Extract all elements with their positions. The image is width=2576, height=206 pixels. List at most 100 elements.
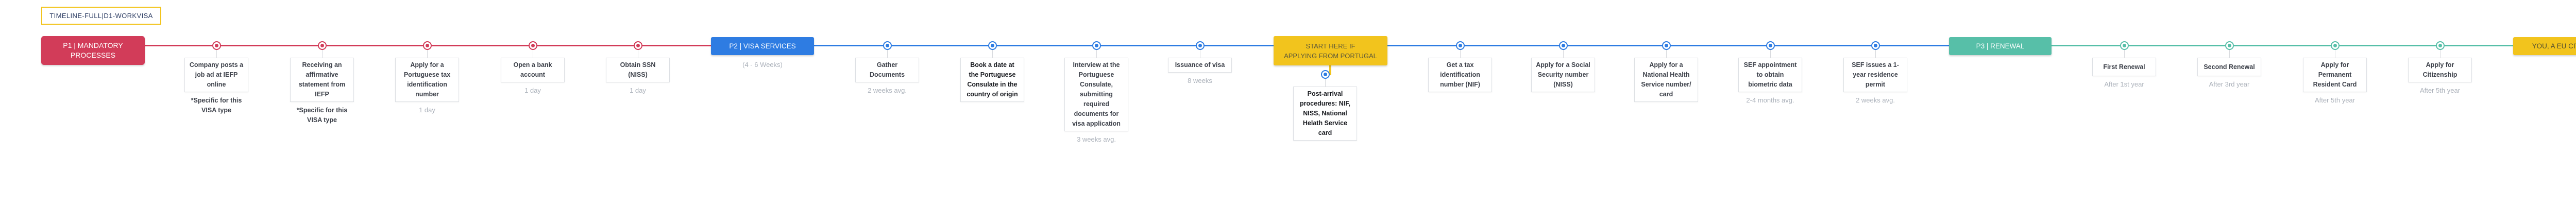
node-note: *Specific for this VISA type [191,97,242,114]
node-dot-center [214,43,218,47]
node-label-box: Apply for a National Health Service numb… [1634,58,1698,102]
node-dot-center [1094,43,1098,47]
node-dot-center [885,43,889,47]
node-stem [1666,49,1667,58]
node-stem [2440,49,2441,58]
timeline-node: Gather Documents 2 weeks avg. [851,58,923,94]
node-dot-marker [633,41,642,50]
node-label-box: SEF appointment to obtain biometric data [1738,58,1802,92]
node-label-box: Book a date at the Portuguese Consulate … [960,58,1024,102]
node-dot-marker [2330,41,2340,50]
node-dot-marker [528,41,537,50]
node-dot-center [1198,43,1202,47]
node-label-box: Apply for a Portuguese tax identificatio… [395,58,459,102]
node-label-box: Gather Documents [855,58,919,82]
node-dot-marker [317,41,327,50]
node-stem [1096,49,1097,58]
node-label-box: Apply for a Social Security number (NISS… [1531,58,1595,92]
timeline-node: Post-arrival procedures: NIF, NISS, Nati… [1289,87,1361,141]
node-dot-marker [1320,70,1330,79]
node-duration: 2 weeks avg. [868,87,907,94]
node-dot-center [1323,72,1327,76]
node-duration: 1 day [419,106,435,114]
node-stem [992,49,993,58]
node-duration: 1 day [630,87,646,94]
eu-citizen-box: YOU, A EU CITIZEN! [2513,37,2576,55]
node-dot-marker [988,41,997,50]
node-note: *Specific for this VISA type [296,107,348,124]
node-duration: 1 day [524,87,541,94]
node-dot-marker [2120,41,2129,50]
node-stem [2229,49,2230,58]
node-dot-marker [2435,41,2445,50]
node-duration: 2-4 months avg. [1746,96,1794,104]
timeline-node: Apply for a Portuguese tax identificatio… [391,58,463,114]
timeline-node: Company posts a job ad at IEFP online *Sp… [180,58,252,115]
phase-box-p2-visa-services-duration: (4 - 6 Weeks) [742,61,783,68]
node-dot-center [2333,43,2337,47]
node-dot-center [2122,43,2126,47]
node-dot-marker [422,41,432,50]
node-stem [427,49,428,58]
node-label-box: Company posts a job ad at IEFP online [184,58,248,92]
start-here-box: START HERE IF APPLYING FROM PORTUGAL [1274,36,1387,65]
timeline-node: Receiving an affirmative statement from … [286,58,358,125]
node-duration: After 5th year [2419,87,2461,94]
node-dot-center [990,43,994,47]
node-stem [2124,49,2125,58]
timeline-title-badge: TIMELINE-FULL|D1-WORKVISA [41,7,161,25]
node-dot-center [1458,43,1462,47]
node-label-box: Interview at the Portuguese Consulate, s… [1064,58,1128,131]
node-dot-center [531,43,535,47]
timeline-node: Apply for a National Health Service numb… [1630,58,1702,102]
node-stem [1460,49,1461,58]
node-dot-center [1873,43,1877,47]
node-dot-center [636,43,640,47]
node-dot-marker [883,41,892,50]
node-dot-marker [1092,41,1101,50]
node-dot-center [2438,43,2442,47]
timeline-node: Book a date at the Portuguese Consulate … [956,58,1028,102]
node-duration: After 5th year [2314,96,2355,104]
node-dot-center [425,43,429,47]
node-dot-marker [1455,41,1465,50]
node-dot-center [1768,43,1772,47]
phase-box-p3-renewal: P3 | RENEWAL [1949,37,2052,55]
node-label-box: Open a bank account [501,58,565,82]
node-stem [1875,49,1876,58]
node-label-box: Issuance of visa [1168,58,1232,73]
timeline-node: Open a bank account 1 day [497,58,569,94]
node-dot-center [1561,43,1565,47]
node-label-box: Receiving an affirmative statement from … [290,58,354,102]
node-dot-marker [1871,41,1880,50]
node-dot-center [2227,43,2231,47]
node-duration: After 3rd year [2209,80,2250,88]
phase-box-p2-visa-services: P2 | VISA SERVICES [711,37,814,55]
node-dot-marker [1662,41,1671,50]
node-dot-marker [1766,41,1775,50]
timeline-node: Issuance of visa 8 weeks [1164,58,1236,84]
node-dot-marker [2225,41,2234,50]
node-stem [1770,49,1771,58]
timeline-node: Obtain SSN (NISS) 1 day [602,58,674,94]
node-duration: 8 weeks [1188,77,1212,84]
timeline-node: Apply for a Social Security number (NISS… [1527,58,1599,92]
node-duration: 2 weeks avg. [1856,96,1895,104]
node-label-box: Obtain SSN (NISS) [606,58,670,82]
timeline-node: Get a tax identification number (NIF) [1424,58,1496,92]
node-duration: After 1st year [2104,80,2144,88]
node-dot-center [320,43,324,47]
node-dot-marker [212,41,221,50]
node-duration: 3 weeks avg. [1077,135,1116,143]
node-dot-marker [1558,41,1568,50]
node-dot-center [1664,43,1668,47]
node-stem [887,49,888,58]
timeline-node: SEF appointment to obtain biometric data… [1734,58,1806,104]
node-label-box: Get a tax identification number (NIF) [1428,58,1492,92]
